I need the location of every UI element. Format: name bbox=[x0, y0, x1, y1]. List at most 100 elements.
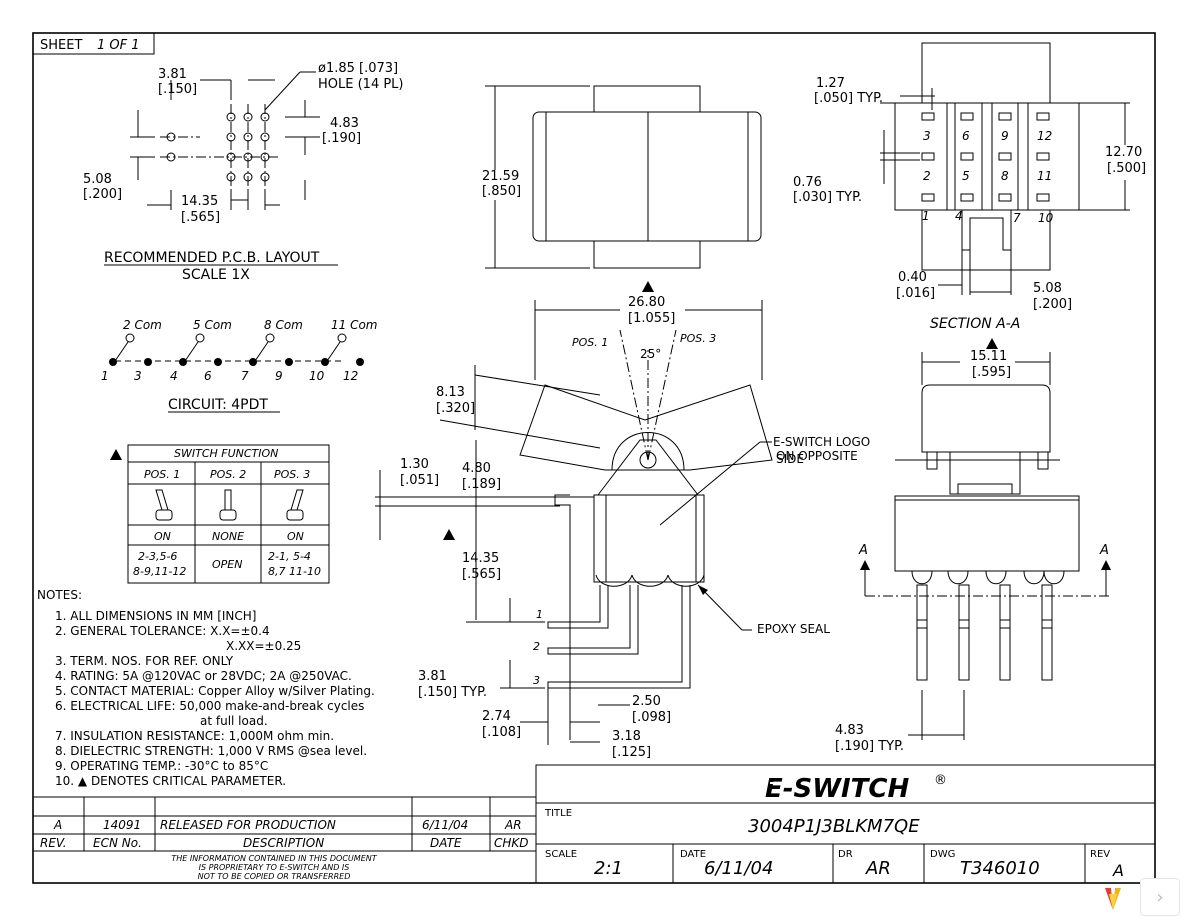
rev-h-ecn: ECN No. bbox=[93, 836, 142, 850]
circuit-term-6: 6 bbox=[204, 369, 212, 383]
sf-conn-3b: 8,7 11-10 bbox=[268, 565, 321, 578]
side-dim-274-in: [.108] bbox=[482, 725, 521, 740]
pcb-dim-width-in: [.565] bbox=[181, 210, 220, 225]
sheet-tab: SHEET 1 OF 1 bbox=[32, 32, 155, 55]
sec-dim-040-mm: 0.40 bbox=[898, 270, 927, 285]
side-angle: 25° bbox=[640, 347, 661, 361]
chevron-right-icon: › bbox=[1156, 887, 1164, 908]
circuit-term-3: 3 bbox=[134, 369, 142, 383]
sf-conn-1b: 8-9,11-12 bbox=[133, 565, 186, 578]
sec-dim-076-mm: 0.76 bbox=[793, 175, 822, 190]
pcb-holes bbox=[166, 112, 270, 182]
side-dim-480-in: [.189] bbox=[462, 477, 501, 492]
dwg-value: T346010 bbox=[960, 858, 1040, 879]
end-pins bbox=[916, 584, 1053, 681]
side-pos3: POS. 3 bbox=[680, 332, 716, 345]
rev-label: REV bbox=[1090, 849, 1110, 860]
section-a-a: 3 6 9 12 2 5 8 11 1 4 7 10 1.27 [.050] T… bbox=[793, 42, 1146, 349]
notes: NOTES: 1. ALL DIMENSIONS IN MM [INCH] 2.… bbox=[37, 588, 375, 788]
pcb-layout: 3.81 [.150] ø1.85 [.073] HOLE (14 PL) 4.… bbox=[83, 61, 404, 283]
note-9: 9. OPERATING TEMP.: -30°C to 85°C bbox=[55, 759, 268, 773]
switch-function-table: SWITCH FUNCTION POS. 1 POS. 2 POS. 3 ON … bbox=[110, 444, 330, 584]
revision-block: A 14091 RELEASED FOR PRODUCTION 6/11/04 … bbox=[32, 796, 537, 884]
side-dim-1435-in: [.565] bbox=[462, 567, 501, 582]
sf-conn-3a: 2-1, 5-4 bbox=[268, 550, 311, 563]
end-dim-w-mm: 15.11 bbox=[970, 349, 1007, 364]
next-page-button[interactable]: › bbox=[1140, 878, 1180, 916]
note-6: 6. ELECTRICAL LIFE: 50,000 make-and-brea… bbox=[55, 699, 364, 713]
side-term-1: 1 bbox=[536, 608, 543, 621]
pcb-dim-left-mm: 5.08 bbox=[83, 172, 112, 187]
sec-dim-127-in: [.050] TYP. bbox=[814, 91, 883, 106]
side-dim-274-mm: 2.74 bbox=[482, 709, 511, 724]
prop-line-1: THE INFORMATION CONTAINED IN THIS DOCUME… bbox=[171, 854, 377, 863]
rev-h-rev: REV. bbox=[40, 836, 67, 850]
circuit-term-10: 10 bbox=[309, 369, 325, 383]
brand-logo: E-SWITCH bbox=[765, 774, 909, 804]
side-dim-381-mm: 3.81 bbox=[418, 669, 447, 684]
sheet-label: SHEET bbox=[40, 38, 82, 53]
note-5: 5. CONTACT MATERIAL: Copper Alloy w/Silv… bbox=[55, 684, 375, 698]
circuit-term-4: 4 bbox=[170, 369, 178, 383]
pcb-scale: SCALE 1X bbox=[182, 267, 250, 283]
sec-dim-508-in: [.200] bbox=[1033, 297, 1072, 312]
circuit-com-2: 2 Com bbox=[123, 318, 162, 332]
scale-value: 2:1 bbox=[594, 858, 623, 879]
side-view: 26.80 [1.055] POS. 1 POS. 3 25° 1 2 3 8.… bbox=[375, 281, 870, 760]
end-cut-a-left: A bbox=[858, 543, 868, 558]
rev-chkd: AR bbox=[504, 818, 522, 832]
side-epoxy: EPOXY SEAL bbox=[757, 622, 830, 636]
rev-value: A bbox=[1112, 861, 1124, 880]
top-dim-h-in: [.850] bbox=[482, 184, 521, 199]
side-logo-note-3: SIDE bbox=[776, 452, 804, 466]
pcb-title: RECOMMENDED P.C.B. LAYOUT bbox=[104, 250, 320, 266]
sec-t6: 6 bbox=[962, 129, 970, 143]
sf-state-1: ON bbox=[154, 530, 171, 543]
end-dim-483-in: [.190] TYP. bbox=[835, 739, 904, 754]
sf-pos1: POS. 1 bbox=[144, 468, 180, 481]
side-term-2: 2 bbox=[533, 640, 540, 653]
sec-t4: 4 bbox=[955, 209, 963, 223]
side-dim-130-mm: 1.30 bbox=[400, 457, 429, 472]
prop-line-3: NOT TO BE COPIED OR TRANSFERRED bbox=[198, 872, 351, 881]
sec-dim-1270-in: [.500] bbox=[1107, 161, 1146, 176]
title-block: E-SWITCH ® TITLE 3004P1J3BLKM7QE SCALE 2… bbox=[535, 764, 1156, 884]
end-cut-a-right: A bbox=[1099, 543, 1109, 558]
end-view: 15.11 [.595] A A 4.83 [.190] TYP. bbox=[835, 349, 1111, 754]
rev-desc: RELEASED FOR PRODUCTION bbox=[160, 818, 336, 832]
sec-t1: 1 bbox=[922, 209, 930, 223]
dr-value: AR bbox=[865, 858, 891, 879]
pcb-dim-pitch-mm: 3.81 bbox=[158, 67, 187, 82]
brand-reg: ® bbox=[934, 773, 947, 788]
sf-state-2: NONE bbox=[212, 530, 244, 543]
pcb-dim-hole-note: HOLE (14 PL) bbox=[318, 77, 404, 92]
rev-h-desc: DESCRIPTION bbox=[243, 836, 324, 850]
side-dim-w-in: [1.055] bbox=[628, 311, 675, 326]
notes-title: NOTES: bbox=[37, 588, 82, 602]
side-pos1: POS. 1 bbox=[572, 336, 608, 349]
sec-dim-127-mm: 1.27 bbox=[816, 76, 845, 91]
section-contacts bbox=[921, 112, 1050, 202]
side-logo-note: E-SWITCH LOGO bbox=[773, 435, 870, 449]
note-6b: at full load. bbox=[200, 714, 268, 728]
title-label: TITLE bbox=[544, 808, 572, 819]
sec-dim-040-in: [.016] bbox=[896, 286, 935, 301]
sec-t2: 2 bbox=[923, 169, 931, 183]
toggle-icons bbox=[155, 489, 304, 521]
top-dim-h-mm: 21.59 bbox=[482, 169, 519, 184]
rev-h-date: DATE bbox=[430, 836, 462, 850]
side-dim-318-in: [.125] bbox=[612, 745, 651, 760]
sec-t12: 12 bbox=[1037, 129, 1052, 143]
note-3: 3. TERM. NOS. FOR REF. ONLY bbox=[55, 654, 234, 668]
circuit-com-8: 8 Com bbox=[264, 318, 303, 332]
pcb-dim-width-mm: 14.35 bbox=[181, 194, 218, 209]
circuit-term-1: 1 bbox=[101, 369, 109, 383]
note-4: 4. RATING: 5A @120VAC or 28VDC; 2A @250V… bbox=[55, 669, 352, 683]
sec-t3: 3 bbox=[923, 129, 931, 143]
pcb-dim-left-in: [.200] bbox=[83, 187, 122, 202]
side-dim-250-in: [.098] bbox=[632, 710, 671, 725]
sf-pos2: POS. 2 bbox=[210, 468, 246, 481]
sec-t8: 8 bbox=[1001, 169, 1009, 183]
rev-date: 6/11/04 bbox=[422, 818, 468, 832]
